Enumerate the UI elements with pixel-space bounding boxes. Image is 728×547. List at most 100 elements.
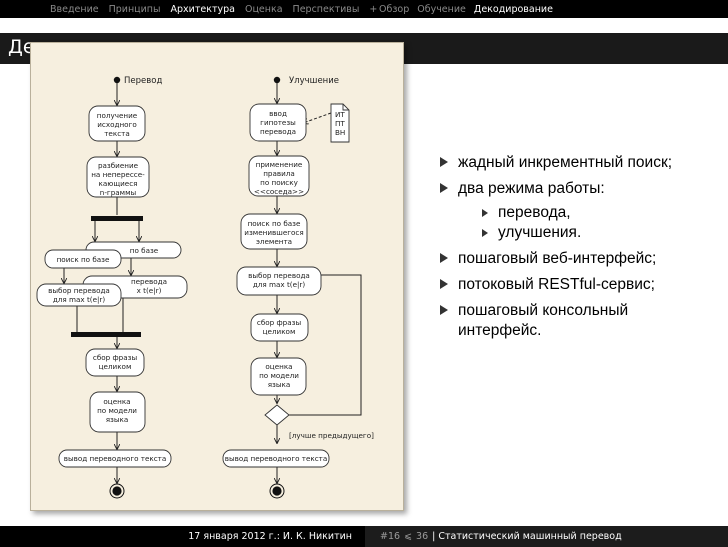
join-bar	[71, 332, 141, 337]
activity-diagram-panel: Перевод Улучшение	[30, 42, 404, 511]
lane-translation-header: Перевод	[113, 76, 162, 86]
bullet-triangle-icon	[440, 253, 448, 263]
node-assemble-right: сбор фразы целиком	[250, 313, 309, 342]
nav-section-architecture[interactable]: Архитектура	[170, 3, 235, 15]
lane-label-improvement: Улучшение	[289, 76, 339, 86]
svg-text:ПТ: ПТ	[335, 119, 345, 128]
section-nav: Введение Принципы Архитектура Оценка Пер…	[45, 0, 382, 18]
svg-text:разбиение: разбиение	[98, 161, 139, 170]
svg-text:получение: получение	[97, 111, 138, 120]
svg-text:по поиску: по поиску	[260, 178, 298, 187]
node-select-translation-right: выбор перевода для max t(e|r)	[236, 266, 322, 296]
svg-text:по базе: по базе	[130, 246, 159, 255]
node-search-changed: поиск по базе изменившегося элемента	[240, 213, 308, 250]
svg-text:сбор фразы: сбор фразы	[93, 353, 138, 362]
svg-text:для max t(e|r): для max t(e|r)	[253, 280, 306, 289]
node-split-ngrams: разбиение на неперессе- кающиеся n-грамм…	[86, 156, 150, 198]
svg-text:гипотезы: гипотезы	[260, 118, 296, 127]
bullet-web-interface: пошаговый веб-интерфейс;	[440, 249, 700, 269]
sub-bullet-translation: перевода,	[458, 203, 700, 223]
node-assemble-left: сбор фразы целиком	[85, 348, 145, 377]
svg-text:ВН: ВН	[335, 128, 345, 137]
nav-section-principles[interactable]: Принципы	[108, 3, 161, 15]
final-node-left	[109, 483, 125, 499]
bullet-triangle-icon	[440, 157, 448, 167]
svg-text:x t(e|r): x t(e|r)	[137, 286, 162, 295]
svg-text:поиск по базе: поиск по базе	[57, 255, 110, 264]
node-select-translation: выбор перевода для max t(e|r)	[36, 283, 122, 307]
bullet-triangle-icon	[440, 183, 448, 193]
svg-text:ввод: ввод	[269, 109, 287, 118]
footer-page-info: #16 ⩽ 36 | Статистический машинный перев…	[365, 526, 728, 547]
document-note: ИТ ПТ ВН	[330, 103, 350, 143]
svg-text:целиком: целиком	[99, 362, 132, 371]
svg-text:изменившегося: изменившегося	[244, 228, 303, 237]
nav-section-evaluation[interactable]: Оценка	[244, 3, 283, 15]
feature-list: жадный инкрементный поиск; два режима ра…	[440, 153, 700, 347]
nav-subsection-overview[interactable]: Обзор	[379, 3, 410, 15]
footer-talk-title: | Статистический машинный перевод	[432, 531, 622, 542]
activity-diagram: Перевод Улучшение	[36, 76, 374, 499]
node-apply-rule: применение правила по поиску <<соседа>>	[248, 155, 310, 197]
bullet-console-interface: пошаговый консольный интерфейс.	[440, 301, 700, 341]
nav-section-perspectives[interactable]: Перспективы	[292, 3, 360, 15]
svg-text:текста: текста	[104, 129, 130, 138]
svg-text:применение: применение	[256, 160, 303, 169]
page-separator: ⩽	[404, 531, 413, 542]
lane-label-translation: Перевод	[124, 76, 162, 86]
svg-text:вывод переводного текста: вывод переводного текста	[64, 454, 167, 463]
svg-text:кающиеся: кающиеся	[99, 179, 138, 188]
sub-bullet-improvement: улучшения.	[458, 223, 700, 243]
guard-label: [лучше предыдущего]	[289, 431, 374, 440]
page-current[interactable]: #16	[380, 531, 401, 542]
sub-list-modes: перевода, улучшения.	[458, 203, 700, 243]
sub-bullet-triangle-icon	[482, 229, 488, 237]
node-lm-left: оценка по модели языка	[89, 391, 146, 433]
svg-text:<<соседа>>: <<соседа>>	[254, 187, 304, 196]
bullet-greedy-search: жадный инкрементный поиск;	[440, 153, 700, 173]
nav-section-intro[interactable]: Введение	[50, 3, 99, 15]
svg-text:оценка: оценка	[265, 362, 292, 371]
nav-subsection-decoding[interactable]: Декодирование	[473, 3, 553, 15]
node-output-left: вывод переводного текста	[58, 449, 172, 468]
bullet-triangle-icon	[440, 305, 448, 315]
svg-text:языка: языка	[106, 415, 129, 424]
footer-bar: 17 января 2012 г.: И. К. Никитин #16 ⩽ 3…	[0, 526, 728, 547]
decision-node	[264, 404, 290, 426]
svg-text:вывод переводного текста: вывод переводного текста	[225, 454, 328, 463]
svg-text:оценка: оценка	[103, 397, 130, 406]
svg-text:для max t(e|r): для max t(e|r)	[53, 295, 106, 304]
node-lm-right: оценка по модели языка	[250, 357, 307, 396]
svg-text:выбор перевода: выбор перевода	[248, 271, 310, 280]
nav-section-plus[interactable]: +	[369, 3, 378, 15]
svg-text:целиком: целиком	[263, 327, 296, 336]
svg-text:языка: языка	[268, 380, 291, 389]
svg-text:перевода: перевода	[131, 277, 167, 286]
svg-text:поиск по базе: поиск по базе	[248, 219, 301, 228]
sub-bullet-triangle-icon	[482, 209, 488, 217]
bullet-triangle-icon	[440, 279, 448, 289]
svg-text:n-граммы: n-граммы	[100, 188, 137, 197]
svg-text:элемента: элемента	[256, 237, 292, 246]
svg-text:на неперессе-: на неперессе-	[91, 170, 145, 179]
node-input-hypothesis: ввод гипотезы перевода	[249, 103, 307, 142]
svg-text:правила: правила	[263, 169, 295, 178]
page-total[interactable]: 36	[416, 531, 429, 542]
svg-text:исходного: исходного	[97, 120, 137, 129]
lane-improvement-header: Улучшение	[273, 76, 339, 86]
node-output-right: вывод переводного текста	[222, 449, 330, 468]
bullet-restful-service: потоковый RESTful-сервис;	[440, 275, 700, 295]
svg-text:перевода: перевода	[260, 127, 296, 136]
fork-bar	[91, 216, 143, 221]
node-get-source: получение исходного текста	[88, 105, 146, 142]
node-search-phrase: поиск по базе	[44, 249, 122, 269]
footer-author-date: 17 января 2012 г.: И. К. Никитин	[188, 531, 352, 542]
final-node-right	[269, 483, 285, 499]
svg-text:выбор перевода: выбор перевода	[48, 286, 110, 295]
bullet-two-modes: два режима работы: перевода, улучшения.	[440, 179, 700, 243]
top-navigation-bar: Введение Принципы Архитектура Оценка Пер…	[0, 0, 728, 18]
svg-text:сбор фразы: сбор фразы	[257, 318, 302, 327]
nav-subsection-training[interactable]: Обучение	[417, 3, 466, 15]
svg-text:по модели: по модели	[97, 406, 137, 415]
subsection-nav: Обзор Обучение Декодирование	[375, 0, 557, 18]
